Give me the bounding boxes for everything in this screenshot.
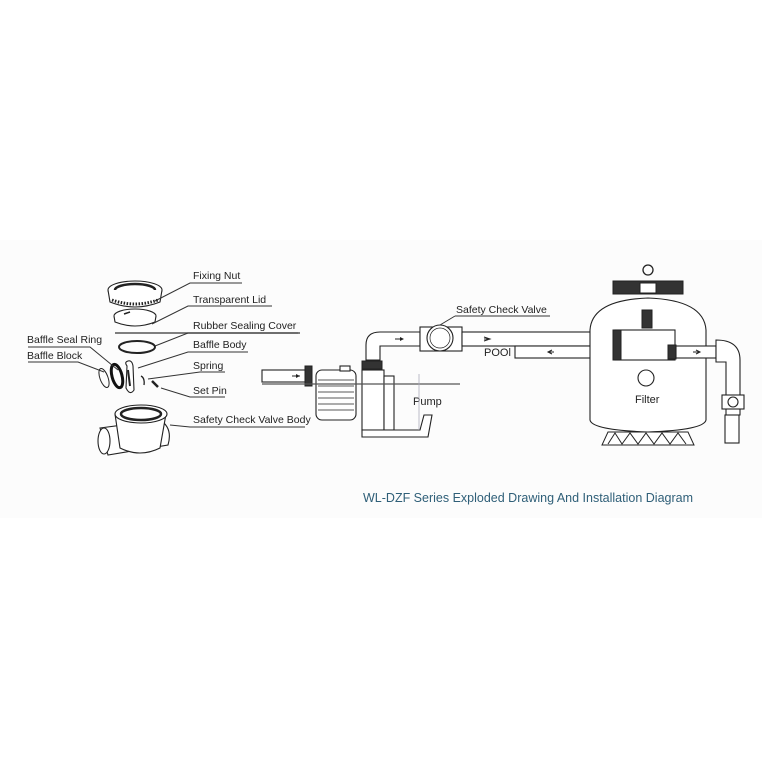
label-safety-check-valve: Safety Check Valve <box>456 304 547 316</box>
leader-lines-exploded <box>28 282 305 428</box>
label-fixing-nut: Fixing Nut <box>193 270 240 282</box>
label-baffle-body: Baffle Body <box>193 339 247 351</box>
label-pool: POOl <box>484 347 511 359</box>
label-pump: Pump <box>413 396 442 408</box>
inlet-pipe <box>261 365 313 387</box>
flow-arrow <box>483 336 492 342</box>
flow-arrow-return <box>546 349 554 355</box>
baffle-seal-ring-part <box>98 368 110 388</box>
transparent-lid-part <box>113 308 157 327</box>
label-rubber-sealing-cover: Rubber Sealing Cover <box>193 320 297 332</box>
label-safety-check-valve-body: Safety Check Valve Body <box>193 414 311 426</box>
fixing-nut-part <box>107 280 163 308</box>
spring-part <box>140 375 145 386</box>
pump-part <box>315 360 433 438</box>
leader-safety-check-valve <box>439 315 456 326</box>
outlet-pipe <box>675 339 745 444</box>
safety-check-valve-body-part <box>97 404 170 456</box>
baffle-body-part <box>125 360 135 394</box>
label-set-pin: Set Pin <box>193 385 227 397</box>
label-baffle-seal-ring: Baffle Seal Ring <box>27 334 102 346</box>
baffle-block-part <box>109 362 125 390</box>
label-baffle-block: Baffle Block <box>27 350 83 362</box>
discharge-pipe <box>365 331 421 361</box>
label-spring: Spring <box>193 360 224 372</box>
filter-part <box>589 264 707 446</box>
label-transparent-lid: Transparent Lid <box>193 294 266 306</box>
safety-check-valve <box>419 324 463 352</box>
label-filter: Filter <box>635 394 660 406</box>
pipe-to-filter <box>461 331 601 347</box>
diagram-caption: WL-DZF Series Exploded Drawing And Insta… <box>363 491 693 505</box>
rubber-sealing-cover-part <box>118 340 156 354</box>
set-pin-part <box>151 380 159 388</box>
